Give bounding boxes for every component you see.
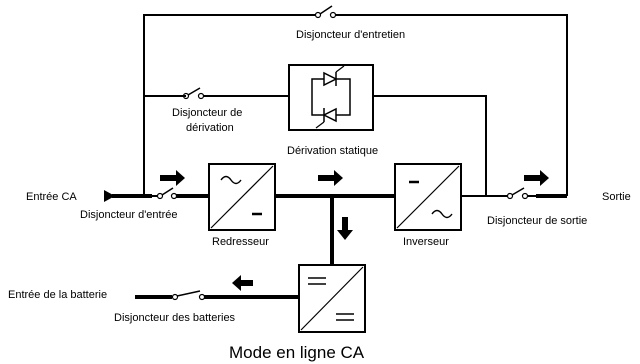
output-breaker-switch xyxy=(506,187,536,200)
static-bypass-label: Dérivation statique xyxy=(287,145,378,157)
flow-arrow-icon xyxy=(337,217,353,240)
ac-input-line xyxy=(104,190,160,202)
battery-breaker-label: Disjoncteur des batteries xyxy=(114,312,236,324)
rectifier-box xyxy=(208,163,276,231)
battery-converter-box xyxy=(298,264,366,333)
battery-breaker-switch xyxy=(171,290,206,301)
thyristor-icon xyxy=(315,107,337,129)
bypass-breaker-label-line1: Disjoncteur de xyxy=(172,107,242,119)
input-breaker-switch xyxy=(156,187,209,200)
output-breaker-label: Disjoncteur de sortie xyxy=(487,215,587,227)
input-breaker-label: Disjoncteur d'entrée xyxy=(80,209,178,221)
flow-arrow-icon xyxy=(524,170,549,186)
bypass-breaker-switch xyxy=(168,87,205,100)
dc-bus-line xyxy=(275,194,395,265)
inverter-label: Inverseur xyxy=(403,236,449,248)
bypass-breaker-label-line2: dérivation xyxy=(186,122,234,134)
maintenance-bypass-line xyxy=(143,14,568,196)
static-bypass-box xyxy=(288,64,374,131)
thyristor-icon xyxy=(323,65,345,87)
ac-input-label: Entrée CA xyxy=(26,191,77,203)
maintenance-breaker-switch xyxy=(314,5,337,19)
flow-arrow-icon xyxy=(160,170,185,186)
output-label: Sortie xyxy=(602,191,631,203)
battery-input-label: Entrée de la batterie xyxy=(8,289,107,301)
rectifier-label: Redresseur xyxy=(212,236,269,248)
maintenance-breaker-label: Disjoncteur d'entretien xyxy=(296,29,405,41)
diagram-caption: Mode en ligne CA xyxy=(229,343,365,362)
flow-arrow-icon xyxy=(232,275,253,291)
flow-arrow-icon xyxy=(318,170,343,186)
inverter-box xyxy=(394,163,462,231)
